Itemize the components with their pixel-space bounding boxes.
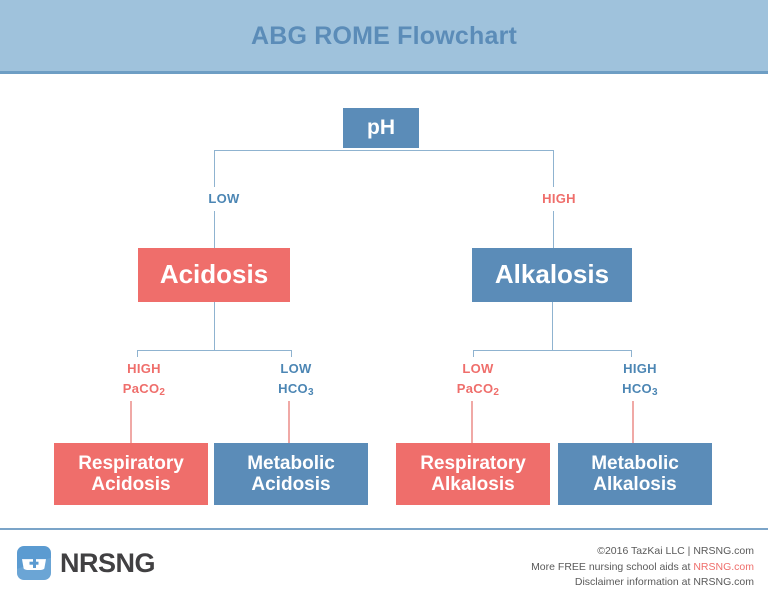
copyright-line: ©2016 TazKai LLC | NRSNG.com	[597, 545, 754, 557]
connector-alkalosis-drop	[552, 302, 553, 350]
edge-label-low: LOW	[188, 187, 260, 212]
edge-label-high-paco2: HIGH PaCO2	[100, 357, 188, 402]
edge-label-line1: LOW	[280, 361, 312, 376]
node-alkalosis[interactable]: Alkalosis	[472, 248, 632, 302]
promo-link[interactable]: NRSNG.com	[693, 560, 754, 573]
page-title: ABG ROME Flowchart	[250, 22, 518, 50]
node-ph[interactable]: pH	[343, 108, 419, 148]
connector-stub-respiratory-acidosis	[130, 399, 132, 443]
connector-stub-respiratory-alkalosis	[471, 399, 473, 443]
connector-stub-metabolic-alkalosis	[632, 399, 634, 443]
edge-label-high-hco3: HIGH HCO3	[596, 357, 684, 402]
edge-label-line1: HIGH	[623, 361, 657, 376]
edge-label-high: HIGH	[521, 187, 597, 212]
flowchart-canvas: pH LOW HIGH Acidosis Alkalosis HIGH PaCO…	[0, 74, 768, 528]
promo-prefix: More FREE nursing school aids at	[531, 560, 694, 573]
disclaimer-line: Disclaimer information at NRSNG.com	[574, 576, 754, 589]
promo-line: More FREE nursing school aids at NRSNG.c…	[531, 560, 754, 576]
edge-label-low-hco3: LOW HCO3	[252, 357, 340, 402]
page-header: ABG ROME Flowchart	[0, 0, 768, 74]
edge-label-line2: PaCO2	[122, 381, 166, 399]
node-acidosis[interactable]: Acidosis	[138, 248, 290, 302]
page-footer: NRSNG ©2016 TazKai LLC | NRSNG.com More …	[0, 528, 768, 594]
connector-alkalosis-horizontal	[473, 350, 631, 351]
connector-acidosis-horizontal	[137, 350, 292, 351]
edge-label-line1: HIGH	[127, 361, 161, 376]
connector-ph-horizontal	[214, 150, 554, 151]
edge-label-line2: PaCO2	[456, 381, 500, 399]
connector-acidosis-drop	[214, 302, 215, 350]
brand-logo[interactable]: NRSNG	[17, 546, 156, 580]
footer-credits: ©2016 TazKai LLC | NRSNG.com More FREE n…	[531, 544, 754, 591]
edge-label-low-paco2: LOW PaCO2	[434, 357, 522, 402]
cross-icon	[33, 559, 36, 568]
edge-label-line2: HCO3	[278, 381, 314, 399]
nurse-cap-icon	[17, 546, 51, 580]
edge-label-line1: LOW	[462, 361, 494, 376]
brand-name: NRSNG	[60, 547, 156, 578]
edge-label-line2: HCO3	[622, 381, 658, 399]
connector-stub-metabolic-acidosis	[288, 399, 290, 443]
